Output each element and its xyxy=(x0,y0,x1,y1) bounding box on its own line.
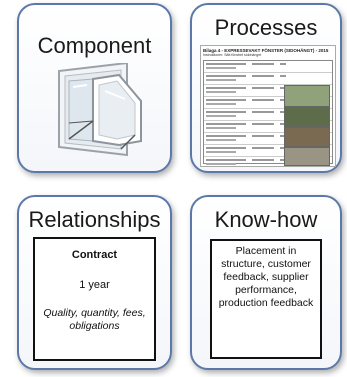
photo xyxy=(284,147,330,166)
relationships-title: Relationships xyxy=(28,207,161,232)
process-table xyxy=(203,60,333,166)
table-row xyxy=(204,97,332,109)
table-row xyxy=(204,145,332,157)
table-row xyxy=(204,133,332,145)
process-photos xyxy=(284,85,330,166)
contract-term: 1 year xyxy=(79,279,110,291)
photo xyxy=(284,85,330,107)
contract-title: Contract xyxy=(71,249,118,261)
knowhow-title: Know-how xyxy=(214,207,318,232)
document-subheading: Instruktioner: Sätt fönstret sidohänget xyxy=(203,53,262,57)
process-document: Bilaga 4 - EXPRESSEVAKT FÖNSTER (SIDOHÄN… xyxy=(200,45,336,167)
component-card: Component xyxy=(17,3,172,173)
table-row xyxy=(204,109,332,121)
table-row xyxy=(204,121,332,133)
window-icon xyxy=(58,63,142,157)
table-row xyxy=(204,73,332,85)
contract-box: Contract 1 year Quality, quantity, fees,… xyxy=(33,237,156,361)
table-row xyxy=(204,85,332,97)
photo xyxy=(284,127,330,147)
processes-card: Processes Bilaga 4 - EXPRESSEVAKT FÖNSTE… xyxy=(190,3,342,173)
table-row xyxy=(204,61,332,73)
photo xyxy=(284,107,330,127)
contract-details: Quality, quantity, fees, obligations xyxy=(43,307,146,332)
table-row xyxy=(204,157,332,166)
document-heading: Bilaga 4 - EXPRESSEVAKT FÖNSTER (SIDOHÄN… xyxy=(203,48,329,53)
knowhow-text: Placement in structure, customer feedbac… xyxy=(218,245,314,309)
processes-title: Processes xyxy=(214,15,318,40)
relationships-card: Relationships Contract 1 year Quality, q… xyxy=(17,195,172,370)
knowhow-box: Placement in structure, customer feedbac… xyxy=(210,239,322,359)
knowhow-card: Know-how Placement in structure, custome… xyxy=(190,195,342,370)
component-title: Component xyxy=(37,33,152,58)
